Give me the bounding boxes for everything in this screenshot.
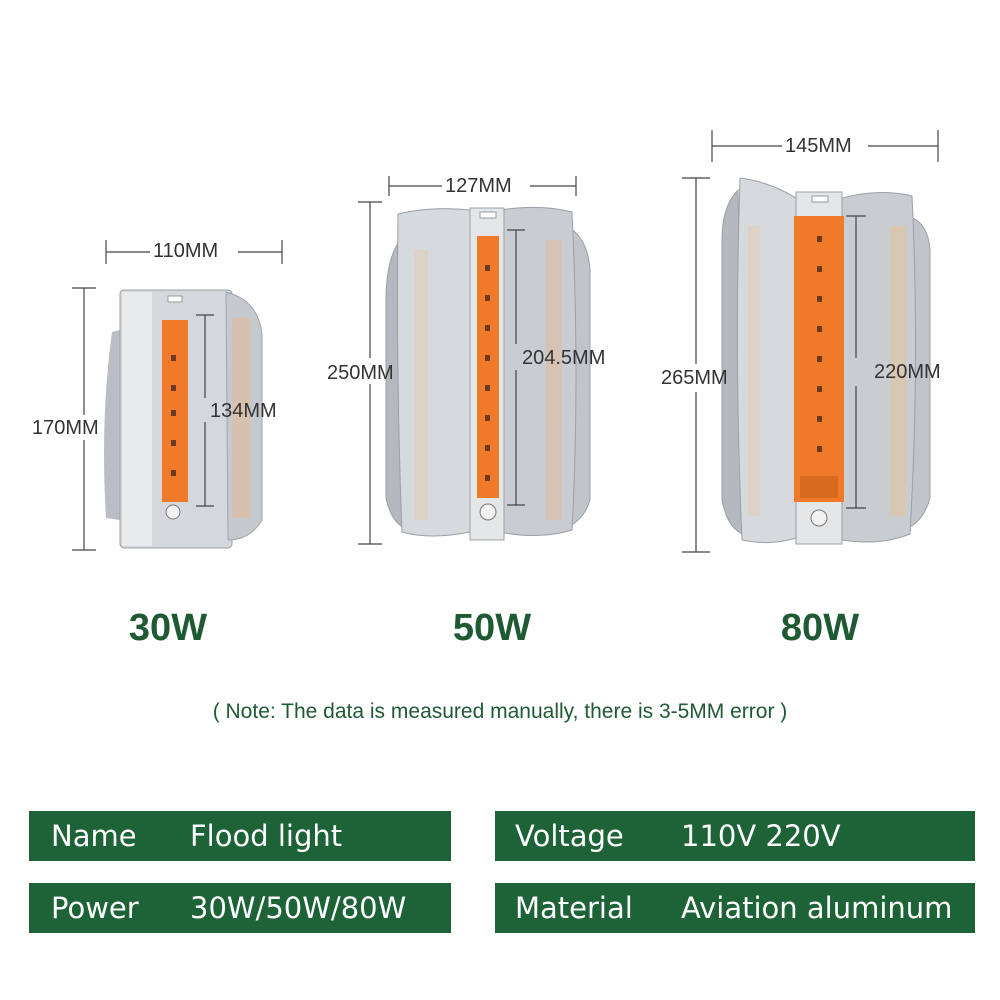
flood-light-50w-image — [358, 176, 591, 545]
width-label-50w: 127MM — [445, 175, 512, 197]
spec-power-row: Power 30W/50W/80W — [29, 883, 451, 933]
spec-voltage-value: 110V 220V — [681, 819, 841, 853]
spec-material-label: Material — [515, 891, 633, 925]
strip-label-50w: 204.5MM — [522, 347, 606, 369]
spec-name-label: Name — [51, 819, 137, 853]
spec-material-row: Material Aviation aluminum — [495, 883, 975, 933]
measurement-note: ( Note: The data is measured manually, t… — [212, 700, 788, 723]
spec-material-value: Aviation aluminum — [681, 891, 953, 925]
spec-voltage-label: Voltage — [515, 819, 624, 853]
height-label-30w: 170MM — [32, 417, 99, 439]
height-label-80w: 265MM — [661, 367, 728, 389]
spec-power-value: 30W/50W/80W — [190, 891, 407, 925]
spec-name-row: Name Flood light — [29, 811, 451, 861]
spec-voltage-row: Voltage 110V 220V — [495, 811, 975, 861]
watt-label-30w: 30W — [128, 607, 208, 649]
width-label-80w: 145MM — [785, 135, 852, 157]
watt-label-50w: 50W — [452, 607, 532, 649]
flood-light-80w-image — [682, 130, 939, 553]
width-label-30w: 110MM — [153, 240, 219, 262]
flood-light-30w-image — [72, 240, 283, 551]
height-label-50w: 250MM — [327, 362, 394, 384]
watt-label-80w: 80W — [780, 607, 860, 649]
spec-name-value: Flood light — [190, 819, 343, 853]
spec-power-label: Power — [51, 891, 139, 925]
strip-label-80w: 220MM — [874, 361, 941, 383]
strip-label-30w: 134MM — [210, 400, 277, 422]
